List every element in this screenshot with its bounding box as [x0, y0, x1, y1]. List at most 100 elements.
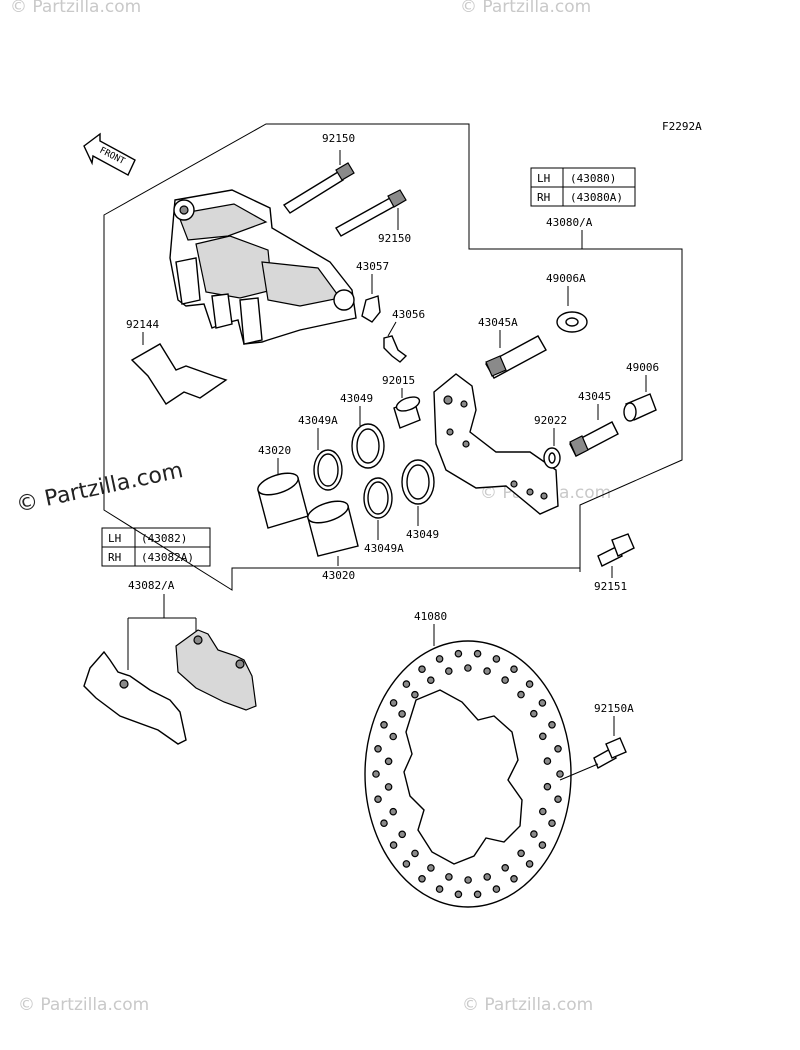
caliper-table-rh-part: (43080A): [570, 191, 623, 204]
label-disc: 41080: [414, 610, 447, 623]
label-disc-bolt: 92150A: [594, 702, 634, 715]
disc-hole: [464, 664, 472, 672]
caliper-side-table: LH (43080) RH (43080A): [530, 167, 636, 207]
slide-pin-b: [569, 421, 619, 457]
disc-hole: [374, 795, 382, 804]
disc-hole: [389, 841, 398, 849]
disc-hole: [435, 655, 444, 663]
dust-boot-b: [623, 393, 657, 422]
disc-hole: [464, 876, 472, 884]
piston-a: [257, 472, 309, 529]
label-pin-top: 92150: [322, 132, 355, 145]
disc-hole: [473, 649, 482, 658]
watermark-top-right: © Partzilla.com: [460, 0, 591, 17]
label-piston-b: 43020: [322, 569, 355, 582]
disc-hole: [548, 720, 556, 729]
disc-hole: [426, 676, 435, 685]
disc-hole: [402, 860, 411, 868]
slide-pin-a: [485, 335, 547, 379]
disc-hole: [402, 680, 411, 688]
disc-hole: [418, 665, 426, 674]
disc-hole: [529, 709, 538, 718]
watermark-top-left: © Partzilla.com: [10, 0, 141, 17]
disc-hole: [398, 710, 406, 718]
caliper-body: [169, 189, 357, 345]
disc-hole: [501, 676, 509, 684]
pad-table-lh: LH: [108, 532, 121, 545]
label-bolt: 92151: [594, 580, 627, 593]
disc-hole: [454, 890, 463, 899]
caliper-bracket: [433, 373, 559, 515]
disc-hole: [483, 873, 492, 881]
disc-hole: [510, 665, 518, 674]
disc-hole: [538, 732, 547, 741]
diagram-code: F2292A: [662, 120, 702, 133]
brake-pad-right: [175, 629, 257, 711]
pad-spring: [130, 343, 228, 405]
label-slide-pin-a: 43045A: [478, 316, 518, 329]
disc-hole: [525, 860, 534, 868]
disc-hole: [411, 690, 419, 699]
disc-hole: [444, 667, 453, 675]
disc-hole: [389, 732, 398, 741]
label-seal-inner-b: 43049A: [364, 542, 404, 555]
watermark-bottom-right: © Partzilla.com: [462, 995, 593, 1015]
piston-b: [307, 500, 359, 557]
disc-hole: [543, 782, 552, 791]
label-dust-boot-b: 49006: [626, 361, 659, 374]
disc-hole: [380, 819, 388, 828]
disc-hole: [454, 649, 463, 658]
caliper-table-lh: LH: [537, 172, 550, 185]
disc-hole: [556, 770, 564, 778]
pad-table-rh-part: (43082A): [141, 551, 194, 564]
caliper-table-rh: RH: [537, 191, 550, 204]
bleeder-cap: [361, 295, 381, 323]
brake-pad-left: [83, 650, 187, 745]
disc-hole: [411, 849, 419, 858]
disc-hole: [501, 863, 510, 872]
disc-hole: [543, 757, 552, 765]
pad-side-table: LH (43082) RH (43082A): [101, 527, 211, 567]
disc-hole: [510, 874, 518, 883]
label-washer: 92022: [534, 414, 567, 427]
disc-hole: [473, 890, 482, 899]
label-piston-a: 43020: [258, 444, 291, 457]
disc-hole: [435, 885, 444, 893]
label-slide-pin-b: 43045: [578, 390, 611, 403]
label-bushing: 92015: [382, 374, 415, 387]
label-seal-outer-b: 43049: [406, 528, 439, 541]
caliper-pin-middle: [335, 189, 407, 237]
disc-hole: [418, 874, 426, 883]
disc-hole: [554, 744, 562, 753]
disc-hole: [530, 830, 538, 838]
disc-hole: [445, 873, 453, 881]
disc-hole: [492, 885, 501, 893]
label-bleeder-cap: 43057: [356, 260, 389, 273]
disc-hole: [389, 807, 398, 816]
disc-hole: [525, 680, 534, 688]
pad-table-rh: RH: [108, 551, 121, 564]
label-bleeder: 43056: [392, 308, 425, 321]
disc-hole: [538, 807, 547, 816]
bleeder-valve: [383, 335, 408, 363]
disc-hole: [427, 864, 435, 872]
disc-hole: [538, 699, 547, 707]
disc-hole: [517, 849, 525, 858]
disc-hole: [389, 699, 398, 707]
label-seal-inner-a: 43049A: [298, 414, 338, 427]
watermark-partzilla: © Partzilla.com: [14, 458, 185, 518]
label-pin-mid: 92150: [378, 232, 411, 245]
disc-hole: [384, 783, 393, 791]
disc-hole: [538, 841, 547, 849]
caliper-pin-upper: [282, 162, 355, 214]
front-arrow-icon: FRONT: [83, 132, 136, 176]
label-seal-outer-a: 43049: [340, 392, 373, 405]
disc-hole: [398, 830, 407, 839]
disc-hole: [554, 795, 562, 804]
label-dust-boot-a: 49006A: [546, 272, 586, 285]
disc-hole: [372, 770, 380, 778]
disc-bolt: [593, 737, 627, 769]
label-spring: 92144: [126, 318, 159, 331]
label-caliper-ref: 43080/A: [546, 216, 593, 229]
